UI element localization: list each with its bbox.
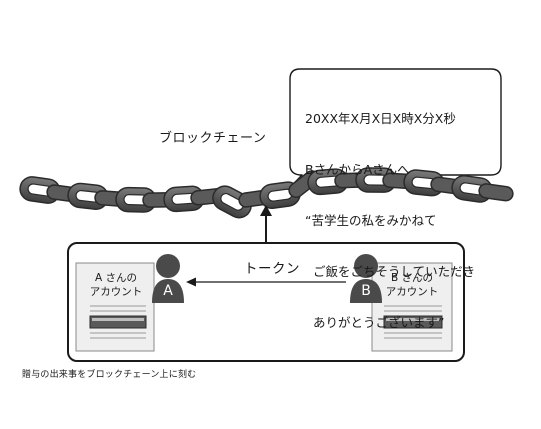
- bubble-line-message-2: ご飯をごちそうしていただき: [305, 264, 476, 279]
- account-a-label-line2: アカウント: [89, 286, 143, 298]
- token-transfer-arrow-icon: [186, 277, 346, 287]
- blockchain-chain: [19, 167, 514, 219]
- bubble-line-message-3: ありがとうございます”: [305, 315, 445, 330]
- blockchain-label: ブロックチェーン: [159, 131, 267, 146]
- person-b-letter: B: [361, 283, 371, 299]
- person-a-icon: [152, 254, 184, 303]
- account-b-label: B さんの アカウント: [380, 271, 444, 299]
- caption: 贈与の出来事をブロックチェーン上に刻む: [22, 370, 197, 380]
- person-b-icon: [350, 254, 382, 303]
- account-b-label-line2: アカウント: [385, 286, 439, 298]
- account-a-label: A さんの アカウント: [84, 271, 148, 299]
- token-label: トークン: [244, 261, 300, 277]
- account-b-card: [371, 262, 453, 352]
- bubble-line-timestamp: 20XX年X月X日X時X分X秒: [305, 111, 456, 126]
- bubble-text: 20XX年X月X日X時X分X秒 BさんからAさんへ “苦学生の私をみかねて ご飯…: [305, 76, 475, 348]
- up-arrow-icon: [260, 205, 272, 244]
- person-a-letter: A: [163, 283, 173, 299]
- account-a-card: [75, 262, 155, 352]
- bubble-line-from-to: BさんからAさんへ: [305, 162, 410, 177]
- bubble-line-message-1: “苦学生の私をみかねて: [305, 213, 437, 228]
- chain-link: [478, 183, 514, 202]
- account-a-label-line1: A さんの: [94, 272, 138, 284]
- account-b-label-line1: B さんの: [390, 272, 434, 284]
